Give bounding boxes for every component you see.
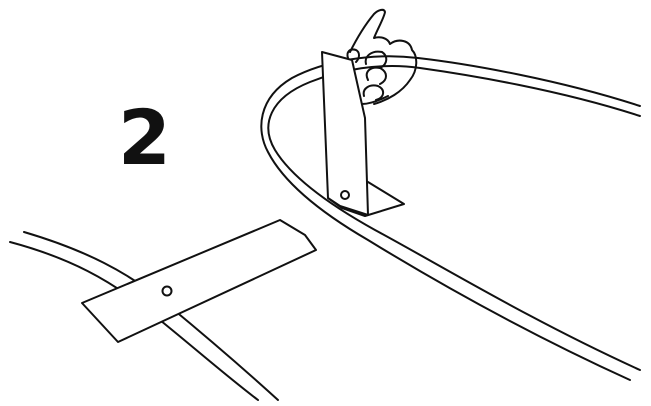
bracket-icon: [321, 51, 405, 217]
right-rail: [260, 55, 641, 381]
bracket-hole: [340, 190, 350, 200]
flat-plate-icon: [81, 219, 317, 343]
step-number: 2: [118, 93, 171, 182]
plate-hole: [161, 285, 173, 297]
hand-holding-plate-icon: [346, 8, 418, 105]
